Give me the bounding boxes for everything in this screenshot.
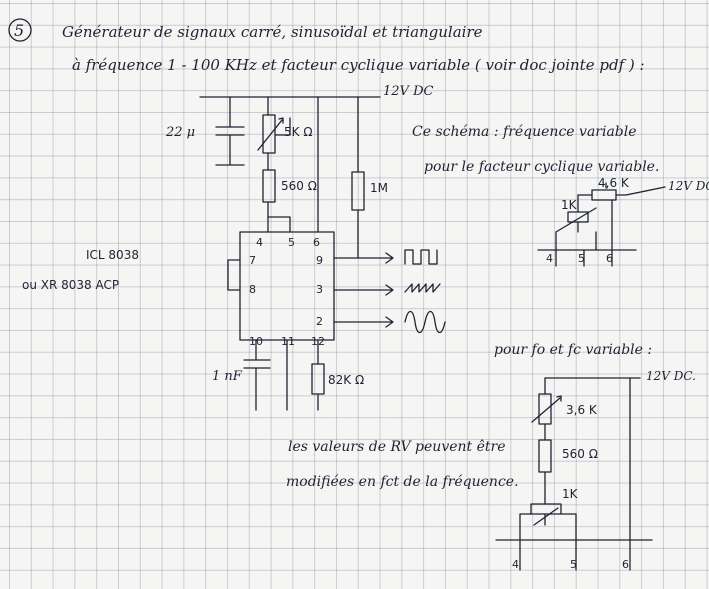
pin-3: 3 [316, 283, 323, 296]
square-wave-icon [404, 249, 438, 265]
pot-3k6-label: 3,6 K [566, 403, 598, 417]
variant-frequency: Ce schéma : fréquence variable pour le f… [412, 124, 709, 267]
variant-freq-pin-6: 6 [606, 252, 613, 265]
pot-1k-wiring [555, 199, 613, 251]
pot-1k [567, 211, 589, 223]
capacitor-1nf [243, 339, 271, 411]
variant-both-pin-5: 5 [570, 558, 577, 571]
pot-1k-b-label: 1K [562, 487, 579, 501]
variant-freq-pin-4: 4 [546, 252, 553, 265]
sine-wave-icon [404, 310, 446, 334]
sine-out-arrow [333, 316, 394, 328]
variant-freq-title-2: pour le facteur cyclique variable. [424, 159, 659, 175]
header-line-1: Générateur de signaux carré, sinusoïdal … [62, 23, 483, 41]
triangle-out-arrow [333, 284, 394, 296]
pin7-8-link [227, 259, 241, 291]
res-82k-label: 82K Ω [328, 373, 364, 387]
section-number-circle [8, 18, 32, 42]
pot-5k [262, 114, 276, 154]
res-1m-label: 1M [370, 181, 388, 195]
variant-freq-supply: 12V DC [668, 179, 709, 193]
pin-5: 5 [288, 236, 295, 249]
sawtooth-wave-icon [404, 283, 441, 293]
pin-7: 7 [249, 254, 256, 267]
pin-11: 11 [281, 335, 295, 348]
pin-6: 6 [313, 236, 320, 249]
pin-9: 9 [316, 254, 323, 267]
header-line-2: à fréquence 1 - 100 KHz et facteur cycli… [72, 56, 645, 74]
variant-both-pin-6: 6 [622, 558, 629, 571]
variant-both-pin-4: 4 [512, 558, 519, 571]
variant-freq-pin-5: 5 [578, 252, 585, 265]
square-out-arrow [333, 252, 394, 264]
chip-name: ICL 8038 [86, 248, 139, 262]
pot-1k-label: 1K [561, 198, 578, 212]
section-number: 5 [14, 21, 24, 40]
res-82k [311, 363, 325, 395]
chip-alt: ou XR 8038 ACP [22, 278, 119, 292]
pot-4k6 [591, 189, 617, 201]
res-1m [351, 171, 365, 211]
res-560-b-label: 560 Ω [562, 447, 598, 461]
pot-4k6-wiper [605, 182, 666, 196]
cap-22u-label: 22 μ [165, 125, 195, 140]
pot-5k-label: 5K Ω [284, 125, 313, 139]
note-line-1: les valeurs de RV peuvent être [288, 439, 506, 455]
pin-8: 8 [249, 283, 256, 296]
cap-1nf-label: 1 nF [212, 369, 243, 384]
pin-4: 4 [256, 236, 263, 249]
main-circuit: 12V DC 22 μ 5K Ω 560 Ω 1M 4 5 6 7 8 9 3 … [22, 84, 446, 411]
pot-3k6 [538, 393, 552, 425]
note: les valeurs de RV peuvent être modifiées… [286, 439, 519, 490]
pot-4k6-label: 4,6 K [598, 176, 630, 190]
header: 5 Générateur de signaux carré, sinusoïda… [8, 18, 645, 74]
pin-2: 2 [316, 315, 323, 328]
res-560-b [538, 439, 552, 473]
supply-label: 12V DC [383, 84, 433, 99]
pot-1k-b [530, 503, 562, 515]
res-560-label: 560 Ω [281, 179, 317, 193]
pot-1k-b-wiring [519, 507, 577, 541]
variant-both: pour fo et fc variable : 12V DC. 3,6 K 5… [494, 342, 696, 571]
capacitor-22u [215, 96, 245, 166]
pot-5k-wiper [257, 117, 291, 151]
variant-both-supply: 12V DC. [646, 369, 696, 383]
variant-both-title: pour fo et fc variable : [494, 342, 652, 358]
variant-freq-title-1: Ce schéma : fréquence variable [412, 124, 637, 140]
pot-3k6-wiper [531, 395, 562, 423]
note-line-2: modifiées en fct de la fréquence. [286, 474, 519, 490]
res-560 [262, 169, 276, 203]
